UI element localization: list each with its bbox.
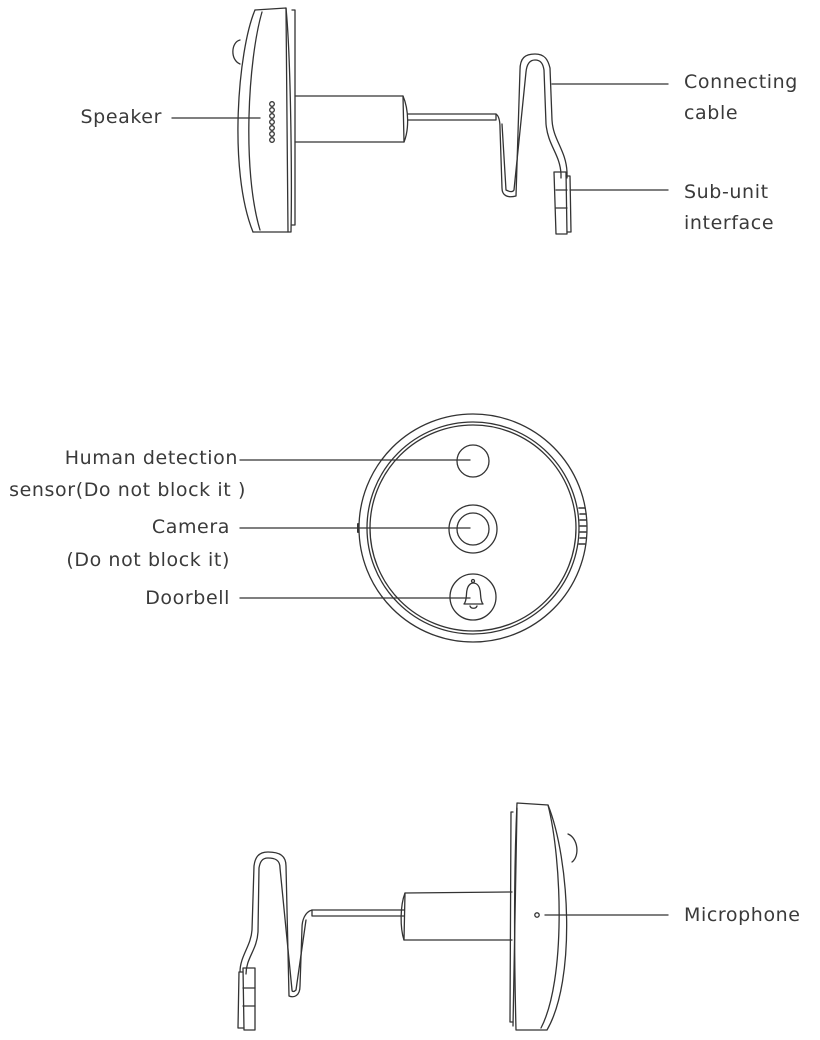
doorbell-button	[449, 573, 497, 621]
label-human-detection-line1: Human detection	[64, 447, 238, 469]
connecting-cable-wire	[407, 113, 497, 121]
human-detection-sensor	[456, 444, 490, 478]
bottom-side-view	[237, 802, 669, 1031]
speaker-holes	[269, 101, 275, 143]
bell-icon	[463, 578, 484, 609]
camera-outer	[448, 504, 498, 554]
camera-lens	[456, 512, 490, 546]
label-sub-unit-interface-line2: interface	[684, 212, 775, 234]
connecting-cable-wire-b	[311, 909, 405, 917]
device-front-plate	[252, 7, 292, 233]
sub-unit-connector	[553, 171, 568, 235]
front-plate-edge-b	[512, 807, 518, 1027]
label-speaker: Speaker	[80, 106, 162, 128]
pir-dome-b	[567, 833, 578, 863]
label-sub-unit-interface-line1: Sub-unit	[684, 181, 769, 203]
label-connecting-cable-line2: cable	[684, 102, 739, 124]
shaft-end-b	[400, 892, 406, 941]
label-camera-line1: Camera	[151, 516, 230, 538]
sub-unit-connector-b	[242, 967, 256, 1031]
ribbon-cable-inner-b	[245, 857, 307, 993]
microphone-hole	[534, 912, 540, 918]
front-plate-rim	[291, 9, 296, 226]
connector-side-b	[237, 971, 245, 1029]
device-shaft-b	[403, 891, 513, 941]
label-doorbell: Doorbell	[145, 587, 230, 609]
connector-side	[565, 175, 572, 233]
device-shell-inner	[248, 11, 263, 231]
front-plate-rim-b	[509, 811, 514, 1023]
label-human-detection-line2: sensor(Do not block it )	[9, 479, 246, 501]
device-shell-inner-b	[540, 804, 560, 1029]
device-shell-outer	[237, 9, 256, 233]
ribbon-cable-b	[239, 851, 313, 998]
label-microphone: Microphone	[684, 904, 801, 926]
label-camera-line2: (Do not block it)	[66, 549, 230, 571]
front-view	[239, 413, 588, 643]
front-plate-edge	[285, 7, 289, 233]
right-vent-marks	[578, 507, 587, 545]
ribbon-cable	[495, 53, 568, 198]
pir-dome	[232, 39, 241, 65]
ribbon-cable-inner	[501, 59, 562, 193]
device-front-plate-b	[513, 802, 568, 1031]
label-connecting-cable-line1: Connecting	[684, 71, 798, 93]
top-side-view	[171, 7, 669, 235]
device-shaft	[294, 95, 405, 143]
